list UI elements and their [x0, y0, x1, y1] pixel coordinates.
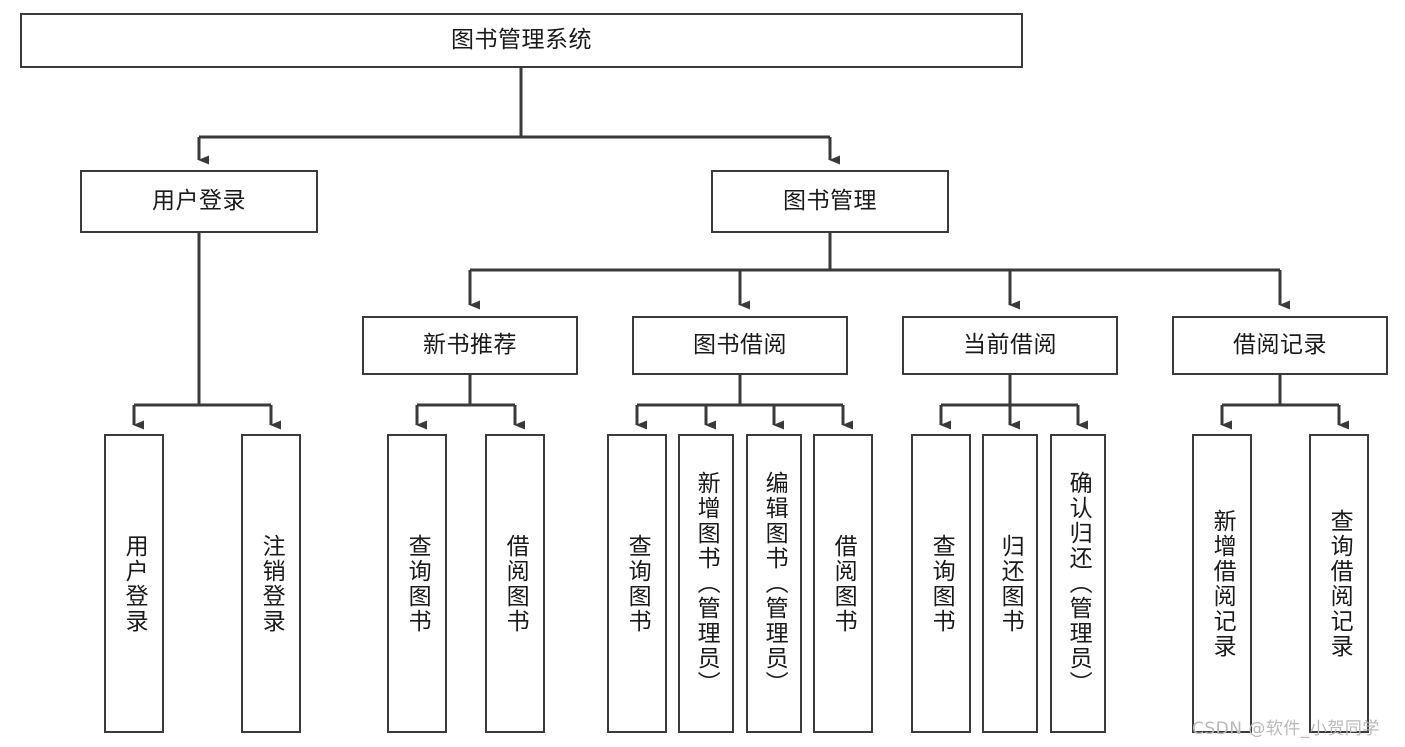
node-label: 查询图书 — [624, 533, 651, 634]
node-leaf-logout[interactable]: 注销登录 — [241, 434, 301, 733]
node-label: 当前借阅 — [963, 331, 1057, 358]
node-label: 用户登录 — [152, 187, 246, 214]
node-label: 编辑图书（管理员） — [761, 471, 788, 696]
edges-new-book-to-leaves — [415, 375, 525, 430]
node-leaf-query-book-borrow[interactable]: 查询图书 — [607, 434, 667, 733]
node-leaf-add-borrow-record[interactable]: 新增借阅记录 — [1192, 434, 1252, 733]
node-root-book-management-system[interactable]: 图书管理系统 — [20, 13, 1023, 68]
node-leaf-edit-book[interactable]: 编辑图书（管理员） — [746, 434, 802, 733]
edges-current-borrow-to-leaves — [939, 375, 1088, 430]
node-label: 新增借阅记录 — [1209, 508, 1236, 659]
node-leaf-query-book-recommend[interactable]: 查询图书 — [387, 434, 447, 733]
edges-root-to-level2 — [197, 68, 840, 165]
node-leaf-confirm-return[interactable]: 确认归还（管理员） — [1050, 434, 1106, 733]
node-label: 图书管理 — [783, 187, 877, 214]
node-leaf-add-book[interactable]: 新增图书（管理员） — [678, 434, 734, 733]
node-leaf-query-borrow-record[interactable]: 查询借阅记录 — [1309, 434, 1369, 733]
node-label: 确认归还（管理员） — [1065, 471, 1092, 696]
node-label: 用户登录 — [121, 533, 148, 634]
node-label: 查询图书 — [404, 533, 431, 634]
node-label: 查询借阅记录 — [1326, 508, 1353, 659]
node-label: 新增图书（管理员） — [693, 471, 720, 696]
node-label: 查询图书 — [928, 533, 955, 634]
node-user-login[interactable]: 用户登录 — [80, 170, 318, 233]
node-label: 图书管理系统 — [451, 26, 592, 53]
node-label: 归还图书 — [997, 533, 1024, 634]
node-leaf-return-book[interactable]: 归还图书 — [982, 434, 1038, 733]
node-label: 注销登录 — [258, 533, 285, 634]
node-label: 图书借阅 — [693, 331, 787, 358]
node-book-borrow[interactable]: 图书借阅 — [632, 316, 848, 375]
node-leaf-user-login[interactable]: 用户登录 — [104, 434, 164, 733]
node-leaf-query-book-current[interactable]: 查询图书 — [911, 434, 971, 733]
node-new-book-recommend[interactable]: 新书推荐 — [362, 316, 578, 375]
node-leaf-borrow-book-recommend[interactable]: 借阅图书 — [485, 434, 545, 733]
edges-book-manage-to-level3 — [468, 233, 1290, 310]
node-current-borrow[interactable]: 当前借阅 — [902, 316, 1118, 375]
node-label: 借阅图书 — [502, 533, 529, 634]
node-borrow-record[interactable]: 借阅记录 — [1172, 316, 1388, 375]
edges-borrow-record-to-leaves — [1220, 375, 1349, 430]
node-book-management[interactable]: 图书管理 — [711, 170, 949, 233]
edges-user-login-to-leaves — [132, 233, 281, 430]
node-label: 借阅记录 — [1233, 331, 1327, 358]
node-leaf-borrow-book[interactable]: 借阅图书 — [813, 434, 873, 733]
node-label: 新书推荐 — [423, 331, 517, 358]
node-label: 借阅图书 — [830, 533, 857, 634]
edges-book-borrow-to-leaves — [635, 375, 853, 430]
